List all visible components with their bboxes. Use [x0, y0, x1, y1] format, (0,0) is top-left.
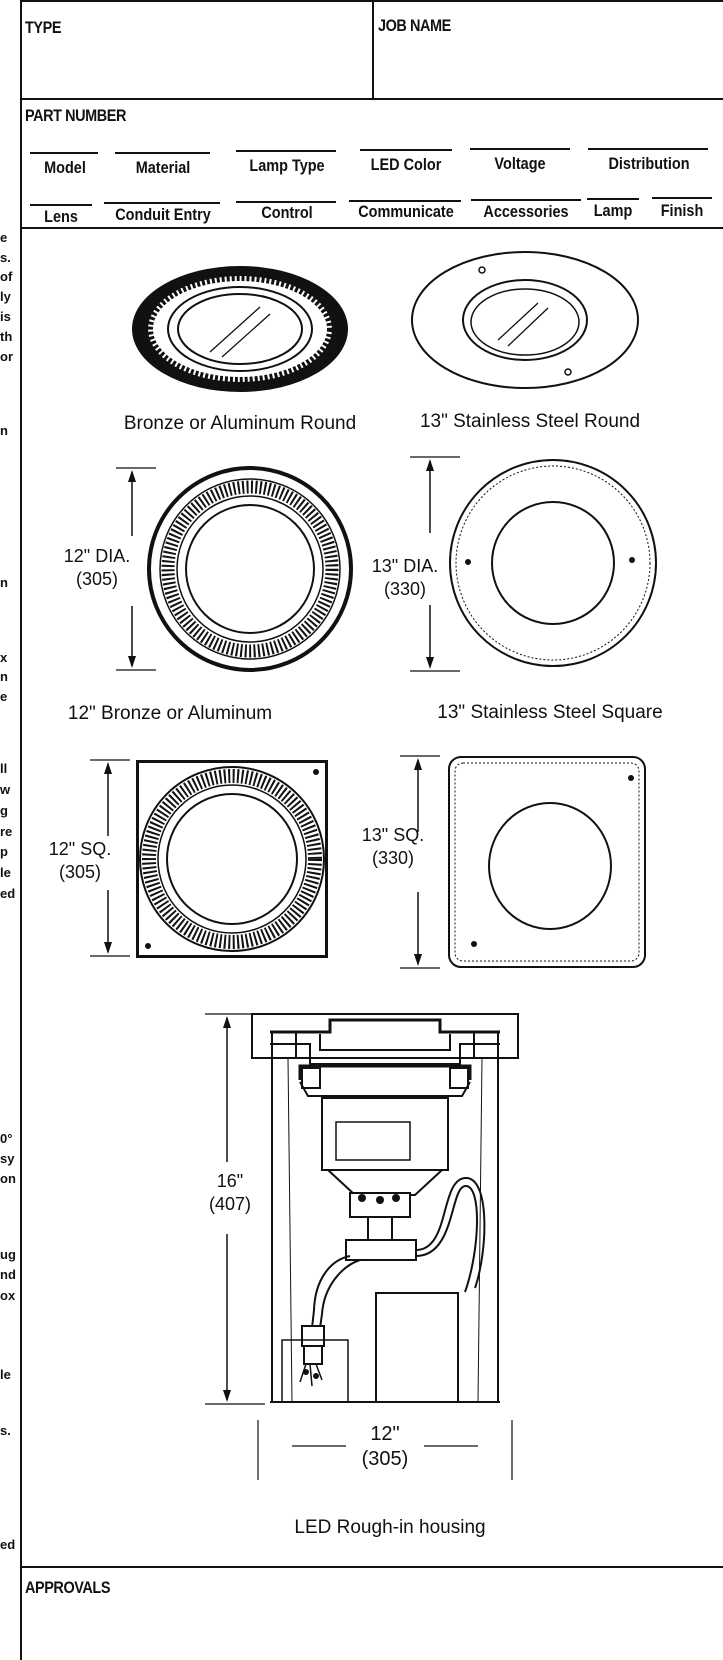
- ss-13-square-drawing: [448, 756, 646, 968]
- field-material[interactable]: Material: [135, 158, 191, 177]
- type-label: TYPE: [25, 18, 62, 37]
- housing-height-dimension: [205, 1013, 265, 1405]
- ss-round-perspective-drawing: [411, 251, 639, 389]
- bronze-12-round-dimension: [116, 467, 156, 671]
- field-distribution[interactable]: Distribution: [608, 154, 690, 173]
- bronze-12-caption: 12" Bronze or Aluminum: [67, 703, 273, 724]
- header-divider: [20, 98, 723, 100]
- bronze-12-square-drawing: [136, 760, 328, 958]
- field-model[interactable]: Model: [44, 158, 86, 177]
- field-led-color[interactable]: LED Color: [370, 155, 442, 174]
- approvals-label: APPROVALS: [25, 1578, 111, 1597]
- ss-13-round-drawing: [449, 459, 657, 667]
- field-lens[interactable]: Lens: [44, 207, 78, 226]
- bronze-12-square-dimension: [90, 759, 130, 957]
- field-lamp-type[interactable]: Lamp Type: [249, 156, 325, 175]
- field-lamp[interactable]: Lamp: [593, 201, 633, 220]
- ss-13-sq-dimension-text: 13" SQ. (330): [361, 825, 425, 868]
- housing-width-dimension: [257, 1420, 513, 1480]
- housing-width-dimension-text: 12" (305): [361, 1423, 409, 1470]
- housing-height-dimension-text: 16" (407): [208, 1171, 252, 1214]
- bronze-round-caption: Bronze or Aluminum Round: [123, 413, 357, 434]
- part-number-divider: [20, 227, 723, 229]
- left-border: [20, 0, 22, 1660]
- part-number-label: PART NUMBER: [25, 106, 127, 125]
- ss-13-dia-dimension-text: 13" DIA. (330): [371, 556, 439, 599]
- type-job-divider: [372, 0, 374, 98]
- ss-13-round-dimension: [410, 456, 460, 672]
- top-border: [20, 0, 723, 2]
- field-finish[interactable]: Finish: [660, 201, 704, 220]
- bronze-12-round-drawing: [147, 466, 353, 672]
- bronze-12-sq-dimension-text: 12" SQ. (305): [48, 839, 112, 882]
- field-voltage[interactable]: Voltage: [494, 154, 546, 173]
- job-name-label: JOB NAME: [378, 16, 451, 35]
- approvals-divider: [20, 1566, 723, 1568]
- ss-round-caption: 13" Stainless Steel Round: [419, 411, 641, 432]
- housing-drawing: [251, 1013, 519, 1403]
- ss-13-square-dimension: [400, 755, 440, 969]
- ss-square-caption: 13" Stainless Steel Square: [437, 702, 663, 723]
- field-accessories[interactable]: Accessories: [483, 202, 569, 221]
- field-control[interactable]: Control: [261, 203, 313, 222]
- housing-caption: LED Rough-in housing: [294, 1517, 486, 1538]
- field-conduit-entry[interactable]: Conduit Entry: [115, 205, 211, 224]
- bronze-12-dia-dimension-text: 12" DIA. (305): [63, 546, 131, 589]
- bronze-round-perspective-drawing: [132, 266, 348, 392]
- field-communicate[interactable]: Communicate: [358, 202, 454, 221]
